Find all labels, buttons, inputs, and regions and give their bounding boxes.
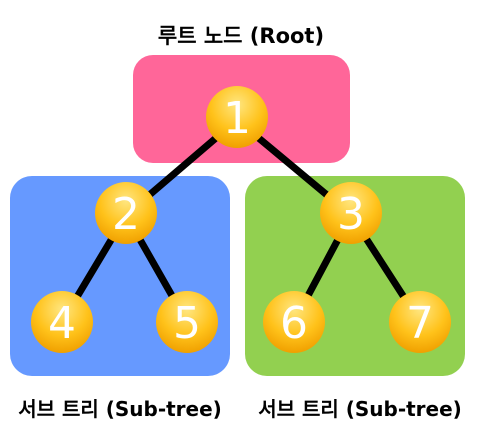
svg-text:4: 4 <box>48 298 76 349</box>
svg-text:1: 1 <box>223 93 251 144</box>
svg-text:6: 6 <box>280 298 308 349</box>
svg-text:7: 7 <box>406 298 434 349</box>
svg-text:3: 3 <box>337 189 365 240</box>
svg-text:2: 2 <box>112 189 140 240</box>
root-label: 루트 노드 (Root) <box>158 24 324 48</box>
node-2: 2 <box>95 182 157 244</box>
node-6: 6 <box>263 291 325 353</box>
right-subtree-label: 서브 트리 (Sub-tree) <box>258 397 462 421</box>
node-3: 3 <box>320 182 382 244</box>
node-4: 4 <box>31 291 93 353</box>
node-1: 1 <box>206 86 268 148</box>
left-subtree-label: 서브 트리 (Sub-tree) <box>18 397 222 421</box>
node-5: 5 <box>156 291 218 353</box>
node-7: 7 <box>389 291 451 353</box>
svg-text:5: 5 <box>173 298 201 349</box>
